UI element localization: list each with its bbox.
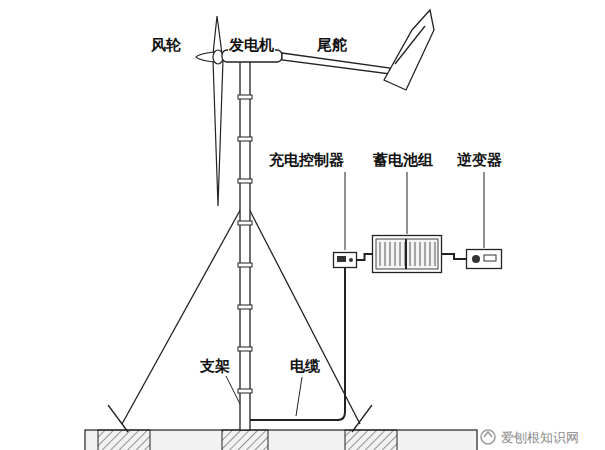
device-outline [333, 252, 357, 268]
watermark-logo [481, 430, 495, 444]
rotor-blades [196, 16, 223, 206]
tower-joint [238, 347, 252, 351]
part-label: 支架 [199, 357, 231, 375]
part-label: 发电机 [228, 36, 275, 54]
tower-joint [238, 221, 252, 225]
device-label: 充电控制器 [268, 151, 345, 169]
part-label: 尾舵 [316, 36, 348, 54]
tower-joint [238, 305, 252, 309]
cable-wire [250, 268, 345, 420]
charge-controller: 充电控制器 [333, 252, 357, 268]
wire-connector [357, 254, 372, 260]
tower-joint [238, 263, 252, 267]
tower-joint [238, 95, 252, 99]
ground-slab [85, 430, 477, 450]
tail-vane [282, 10, 434, 90]
inverter-box: 逆变器 [466, 249, 502, 269]
battery-bank: 蓄电池组 [372, 235, 442, 273]
device-outline [372, 235, 442, 273]
wire-connector [442, 254, 466, 259]
tower-joint [238, 179, 252, 183]
part-label: 风轮 [150, 36, 182, 54]
tower-joint [238, 137, 252, 141]
device-outline [466, 249, 502, 269]
tower-mast [238, 60, 252, 430]
leader-line [226, 172, 484, 416]
device-label: 逆变器 [456, 151, 503, 169]
part-label: 电缆 [289, 357, 321, 375]
device-label: 蓄电池组 [372, 151, 434, 169]
tower-joint [238, 389, 252, 393]
watermark-text: 爱刨根知识网 [500, 429, 580, 447]
